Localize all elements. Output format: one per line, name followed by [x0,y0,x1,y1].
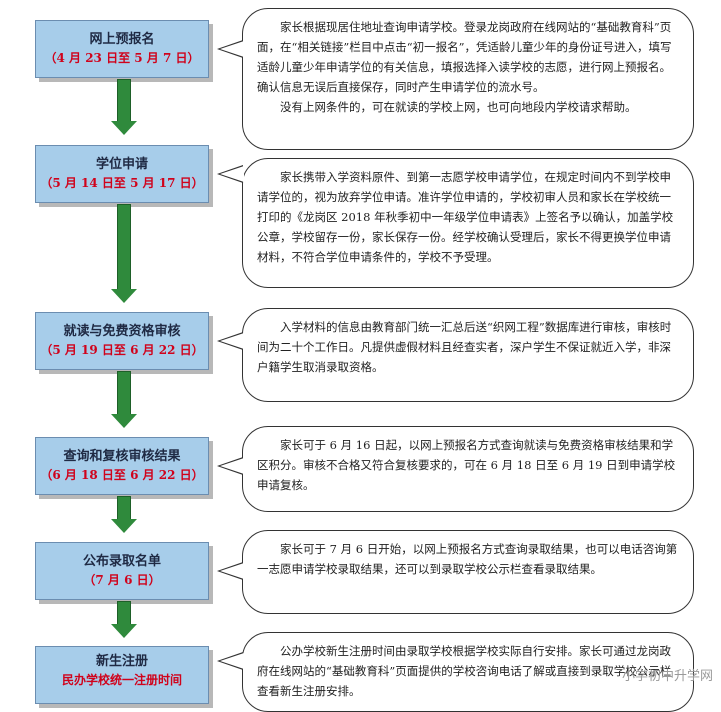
step-title: 学位申请 [95,157,148,172]
step-box-2: 学位申请 （5 月 14 日至 5 月 17 日） [35,145,209,203]
callout-bubble-1: 家长根据现居住地址查询申请学校。登录龙岗政府在线网站的“基础教育科”页面，在“相… [242,8,694,150]
step-box-6: 新生注册 民办学校统一注册时间 [35,646,209,704]
step-date: （6 月 18 日至 6 月 22 日） [40,468,204,482]
bubble-text: 家长可于 6 月 16 日起，以网上预报名方式查询就读与免费资格审核结果和学区积… [257,438,676,492]
callout-pointer [220,41,244,57]
callout-bubble-2: 家长携带入学资料原件、到第一志愿学校申请学位，在规定时间内不到学校申请学位的，视… [242,158,694,288]
flow-arrow [111,601,137,639]
step-title: 新生注册 [95,654,148,669]
step-title: 查询和复核审核结果 [63,449,181,464]
bubble-text: 没有上网条件的，可在就读的学校上网，也可向地段内学校请求帮助。 [280,100,637,114]
flow-arrow [111,79,137,136]
step-box-3: 就读与免费资格审核 （5 月 19 日至 6 月 22 日） [35,312,209,370]
bubble-text: 家长可于 7 月 6 日开始，以网上预报名方式查询录取结果，也可以电话咨询第一志… [257,542,678,576]
callout-bubble-4: 家长可于 6 月 16 日起，以网上预报名方式查询就读与免费资格审核结果和学区积… [242,426,694,512]
step-date: （5 月 14 日至 5 月 17 日） [40,176,204,190]
callout-pointer [220,563,244,579]
flow-arrow [111,371,137,429]
step-title: 网上预报名 [89,32,155,47]
callout-bubble-3: 入学材料的信息由教育部门统一汇总后送“织网工程”数据库进行审核，审核时间为二十个… [242,308,694,402]
callout-pointer [220,333,244,349]
bubble-text: 家长根据现居住地址查询申请学校。登录龙岗政府在线网站的“基础教育科”页面，在“相… [257,20,672,94]
flow-arrow [111,204,137,304]
watermark: 小学初中升学网 [621,669,713,684]
step-date: （7 月 6 日） [83,573,161,587]
bubble-text: 家长携带入学资料原件、到第一志愿学校申请学位，在规定时间内不到学校申请学位的，视… [257,170,674,264]
step-box-5: 公布录取名单 （7 月 6 日） [35,542,209,600]
callout-pointer [220,458,244,474]
step-date: 民办学校统一注册时间 [61,673,182,687]
flow-arrow [111,496,137,534]
callout-pointer [220,653,244,669]
callout-pointer [220,166,244,182]
step-title: 公布录取名单 [82,554,161,569]
step-box-4: 查询和复核审核结果 （6 月 18 日至 6 月 22 日） [35,437,209,495]
callout-bubble-5: 家长可于 7 月 6 日开始，以网上预报名方式查询录取结果，也可以电话咨询第一志… [242,530,694,614]
bubble-text: 入学材料的信息由教育部门统一汇总后送“织网工程”数据库进行审核，审核时间为二十个… [257,320,672,374]
step-box-1: 网上预报名 （4 月 23 日至 5 月 7 日） [35,20,209,78]
bubble-text: 公办学校新生注册时间由录取学校根据学校实际自行安排。家长可通过龙岗政府在线网站的… [257,644,672,698]
step-date: （5 月 19 日至 6 月 22 日） [40,343,204,357]
step-date: （4 月 23 日至 5 月 7 日） [44,51,200,65]
step-title: 就读与免费资格审核 [63,324,181,339]
